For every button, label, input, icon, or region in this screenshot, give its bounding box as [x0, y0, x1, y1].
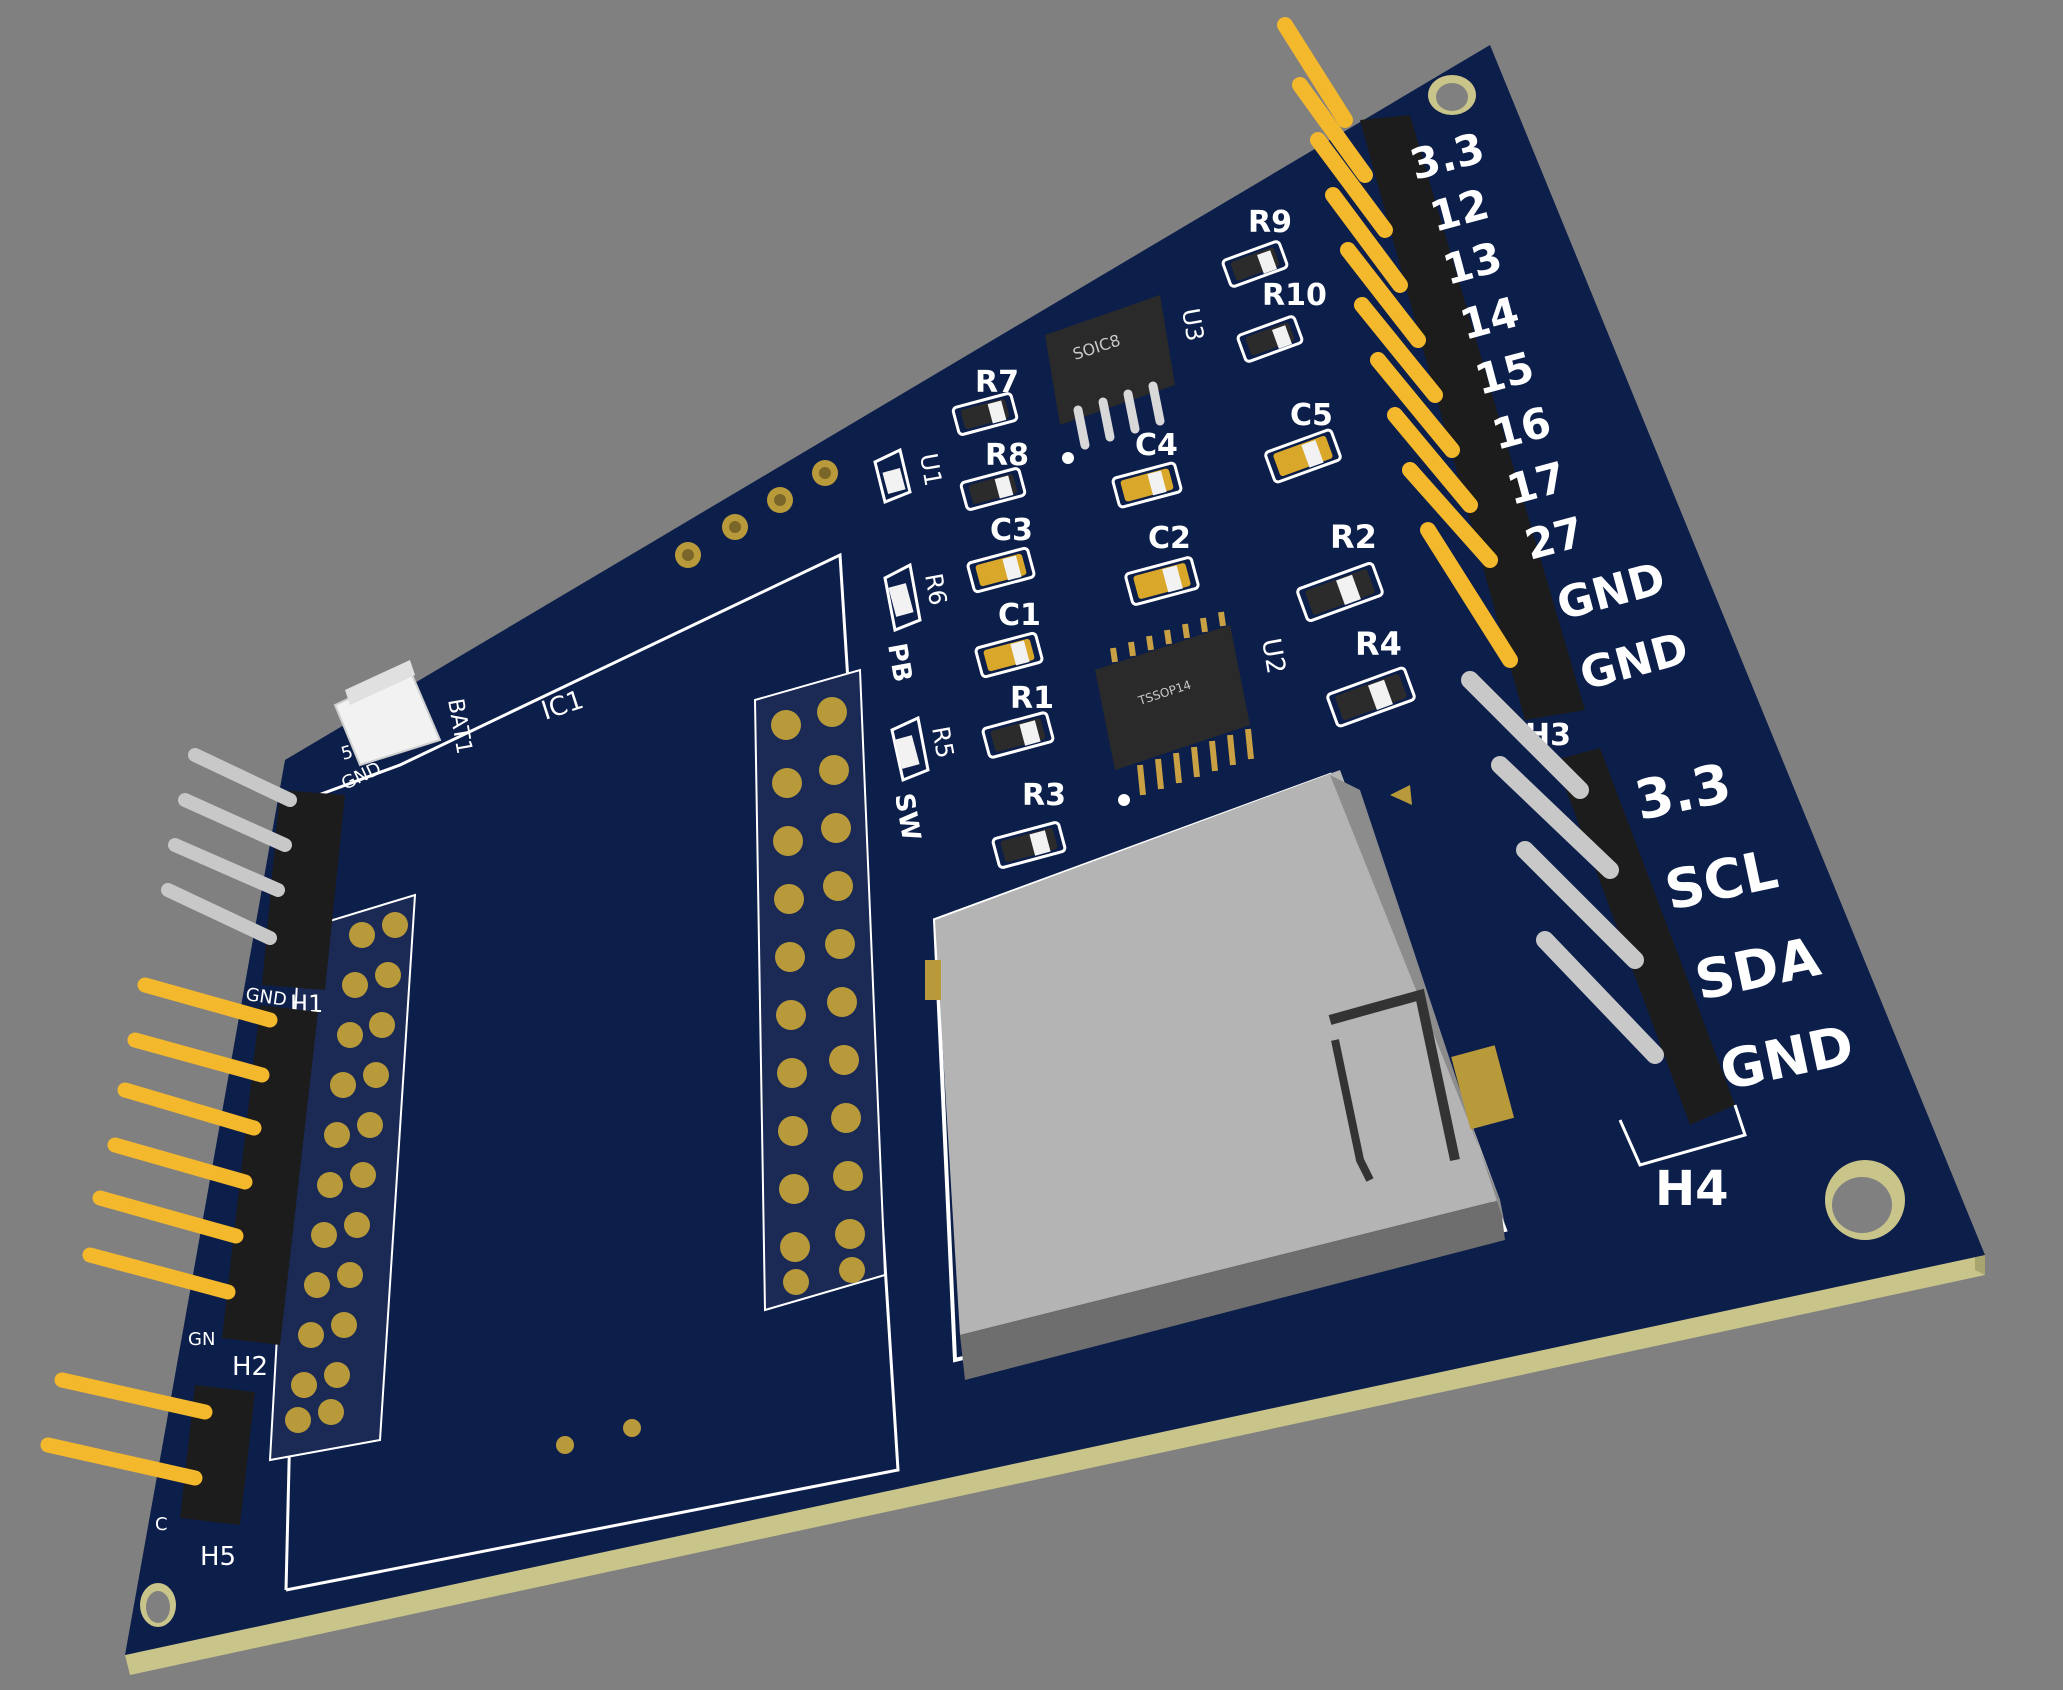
ic1-pad — [623, 1419, 641, 1437]
c5-label: C5 — [1290, 398, 1333, 433]
r4-label: R4 — [1355, 625, 1402, 663]
r1-label: R1 — [1010, 681, 1054, 716]
resistor-r10: R10 — [1236, 278, 1327, 363]
resistor-r2: R2 — [1296, 518, 1384, 623]
right-socket — [753, 668, 887, 1312]
sd-card-slot — [925, 770, 1515, 1380]
r5-label: R5 — [926, 724, 959, 760]
header-h3: H3 — [1277, 17, 1585, 753]
capacitor-c5: C5 — [1264, 398, 1342, 484]
resistor-r9: R9 — [1221, 205, 1292, 288]
resistor-r4: R4 — [1326, 625, 1416, 728]
mounting-hole-top — [1428, 75, 1476, 115]
r3-label: R3 — [1022, 778, 1066, 813]
h5-label: H5 — [200, 1542, 236, 1572]
capacitor-c1: C1 — [974, 598, 1044, 679]
h5-side-label: C — [155, 1514, 168, 1535]
c2-label: C2 — [1148, 521, 1191, 556]
capacitor-c2: C2 — [1124, 521, 1200, 606]
pb-label: PB — [881, 641, 917, 684]
resistor-r3: R3 — [991, 778, 1067, 869]
pb-button: R6 PB — [881, 562, 952, 684]
capacitor-c3: C3 — [966, 513, 1036, 594]
resistor-r1: R1 — [981, 681, 1055, 759]
h3-pin-labels: 3.3 12 13 14 15 16 17 27 GND GND — [1405, 123, 1694, 701]
r8-label: R8 — [985, 438, 1029, 473]
h2-gnd-label: GN — [188, 1329, 215, 1350]
u1-part: U1 — [873, 447, 947, 505]
capacitor-c4: C4 — [1111, 428, 1183, 509]
c4-label: C4 — [1135, 428, 1178, 463]
mounting-hole-bottom-left — [140, 1583, 176, 1627]
h2-label: H2 — [232, 1352, 268, 1382]
r2-label: R2 — [1330, 518, 1377, 556]
board-edge — [125, 1255, 1985, 1675]
bat1-plus-label: 5 — [339, 742, 355, 765]
u3-label: U3 — [1176, 306, 1209, 343]
h4-label: H4 — [1655, 1161, 1729, 1217]
header-h1: GND H1 — [161, 748, 345, 1018]
header-h2: GN H2 — [82, 977, 318, 1382]
c1-label: C1 — [998, 598, 1041, 633]
r9-label: R9 — [1248, 205, 1292, 240]
header-h5: C H5 — [40, 1372, 255, 1572]
resistor-r8: R8 — [959, 438, 1029, 511]
r10-label: R10 — [1262, 278, 1327, 313]
ic1-pad — [556, 1436, 574, 1454]
r6-label: R6 — [919, 571, 952, 607]
header-h4: H4 — [1461, 671, 1747, 1217]
board-edge-side — [1975, 1255, 1985, 1275]
top-pad-row — [675, 460, 838, 568]
resistor-r7: R7 — [951, 365, 1019, 436]
chip-u2: TSSOP14 U2 — [1095, 611, 1291, 806]
pcb-board — [125, 45, 1985, 1655]
u2-label: U2 — [1255, 636, 1291, 676]
chip-u3: SOIC8 U3 — [1045, 295, 1209, 464]
c3-label: C3 — [990, 513, 1033, 548]
mounting-hole-bottom-right — [1825, 1160, 1905, 1240]
r7-label: R7 — [975, 365, 1019, 400]
battery-connector: BAT1 5 GND — [333, 660, 476, 795]
u1-label: U1 — [914, 451, 947, 488]
